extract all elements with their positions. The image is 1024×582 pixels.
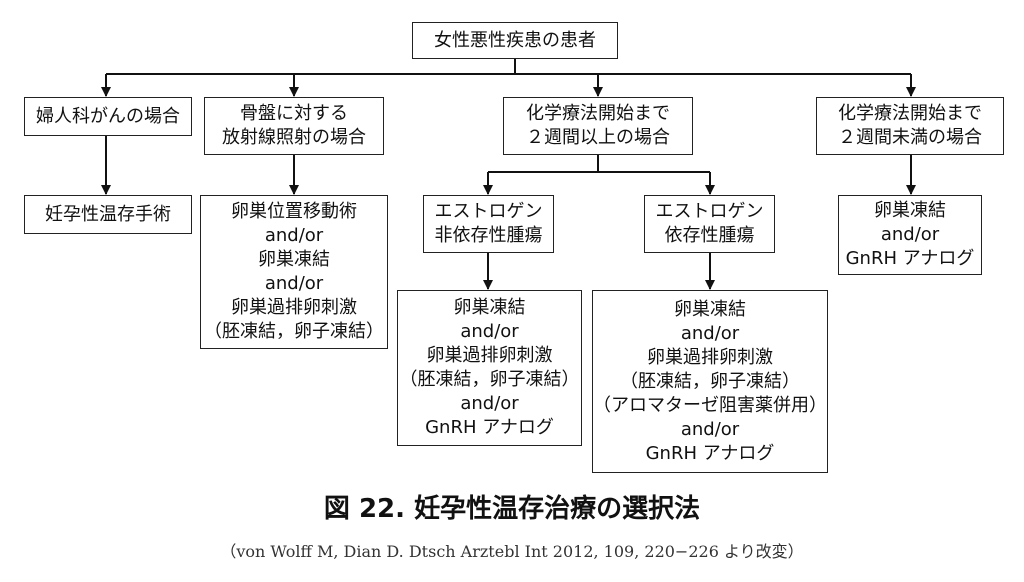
node-text-line: and/or [264,273,324,294]
treatment-non-estrogen: 卵巣凍結 and/or 卵巣過排卵刺激 （胚凍結，卵子凍結） and/or Gn… [397,290,582,446]
node-text-line: 卵巣凍結 [258,249,330,270]
treatment-chemo-under-2w: 卵巣凍結 and/or GnRH アナログ [838,195,982,275]
condition-chemo-under-2w: 化学療法開始まで ２週間未満の場合 [816,97,1004,155]
node-text-line: 化学療法開始まで [526,103,670,124]
node-text-line: 依存性腫瘍 [664,225,755,246]
node-text-line: 骨盤に対する [240,103,348,124]
node-text-line: 卵巣過排卵刺激 [231,297,357,318]
node-text-line: 非依存性腫瘍 [434,225,543,246]
node-text-line: （胚凍結，卵子凍結） [399,369,580,390]
node-text-line: 放射線照射の場合 [222,127,366,148]
root-node: 女性悪性疾患の患者 [412,22,618,59]
node-text-line: and/or [460,393,519,414]
node-text-line: 婦人科がんの場合 [36,105,180,127]
node-text-line: エストロゲン [655,201,764,222]
node-text-line: and/or [264,225,324,246]
tumor-non-estrogen: エストロゲン 非依存性腫瘍 [423,195,554,253]
node-text-line: and/or [680,418,740,440]
node-text-line: （胚凍結，卵子凍結） [620,370,800,392]
node-text-line: 卵巣位置移動術 [231,201,357,222]
node-text-line: 化学療法開始まで [838,103,982,124]
node-text-line: 卵巣凍結 [453,297,526,318]
root-node-label: 女性悪性疾患の患者 [434,29,596,51]
node-text-line: 妊孕性温存手術 [45,203,171,225]
node-text-line: 卵巣過排卵刺激 [426,345,553,366]
figure-source: （von Wolff M, Dian D. Dtsch Arztebl Int … [220,542,804,561]
treatment-pelvic-radiation: 卵巣位置移動術 and/or 卵巣凍結 and/or 卵巣過排卵刺激 （胚凍結，… [200,195,388,349]
treatment-gyn-cancer: 妊孕性温存手術 [24,195,192,234]
condition-pelvic-radiation: 骨盤に対する 放射線照射の場合 [204,97,384,155]
condition-chemo-2w-or-more: 化学療法開始まで ２週間以上の場合 [503,97,693,155]
node-text-line: 卵巣過排卵刺激 [647,346,773,368]
node-text-line: and/or [460,321,519,342]
condition-gyn-cancer: 婦人科がんの場合 [24,97,192,136]
node-text-line: エストロゲン [434,201,543,222]
node-text-line: GnRH アナログ [645,442,775,464]
node-text-line: GnRH アナログ [845,248,975,269]
node-text-line: 卵巣凍結 [674,298,746,320]
node-text-line: （胚凍結，卵子凍結） [204,321,384,342]
node-text-line: and/or [680,322,740,344]
node-text-line: and/or [880,224,940,245]
figure-title: 図 22. 妊孕性温存治療の選択法 [323,494,701,524]
node-text-line: ２週間未満の場合 [838,127,982,148]
node-text-line: 卵巣凍結 [874,200,946,221]
node-text-line: GnRH アナログ [425,417,554,438]
node-text-line: （アロマターゼ阻害薬併用） [593,394,827,416]
node-text-line: ２週間以上の場合 [526,127,670,148]
tumor-estrogen: エストロゲン 依存性腫瘍 [644,195,775,253]
treatment-estrogen: 卵巣凍結 and/or 卵巣過排卵刺激 （胚凍結，卵子凍結） （アロマターゼ阻害… [592,290,828,473]
